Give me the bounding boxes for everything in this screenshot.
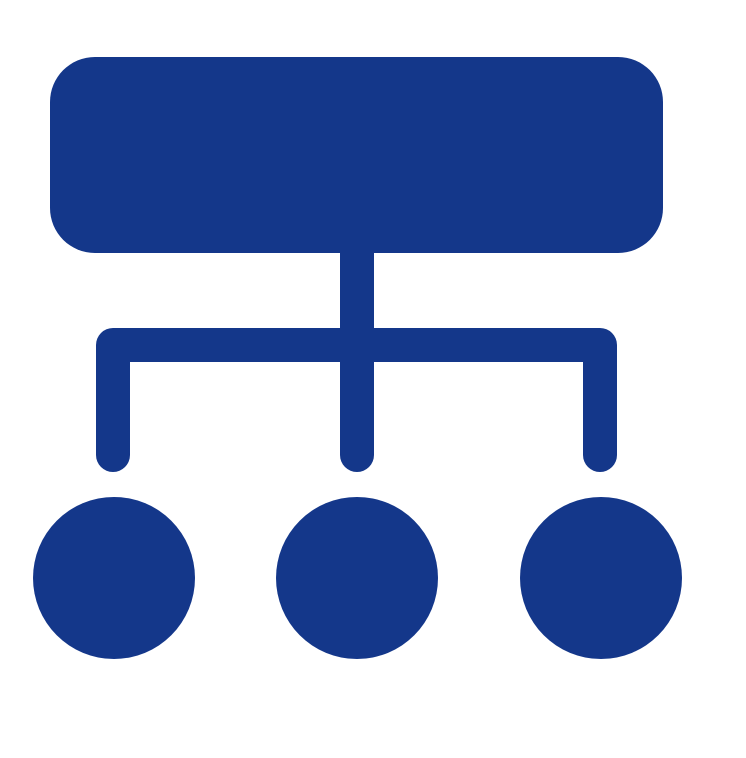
child-node-right (520, 497, 682, 659)
parent-node-box (50, 57, 663, 253)
org-chart-shapes (33, 57, 682, 659)
branch-connectors (96, 328, 617, 472)
child-node-left (33, 497, 195, 659)
child-node-middle (276, 497, 438, 659)
